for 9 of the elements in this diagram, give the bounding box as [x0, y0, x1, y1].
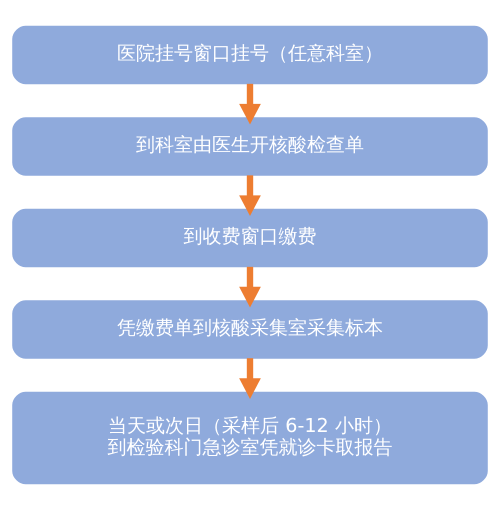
arrow [239, 358, 261, 399]
arrow [239, 266, 261, 308]
arrow [239, 175, 261, 216]
node-box: 到科室由医生开核酸检查单 [12, 117, 488, 176]
node-box: 当天或次日（采样后 6-12 小时） 到检验科门急诊室凭就诊卡取报告 [12, 392, 488, 484]
node-box: 凭缴费单到核酸采集室采集标本 [12, 300, 488, 359]
node-box: 医院挂号窗口挂号（任意科室） [12, 26, 488, 84]
node-box: 到收费窗口缴费 [12, 208, 488, 268]
arrow [239, 84, 261, 125]
